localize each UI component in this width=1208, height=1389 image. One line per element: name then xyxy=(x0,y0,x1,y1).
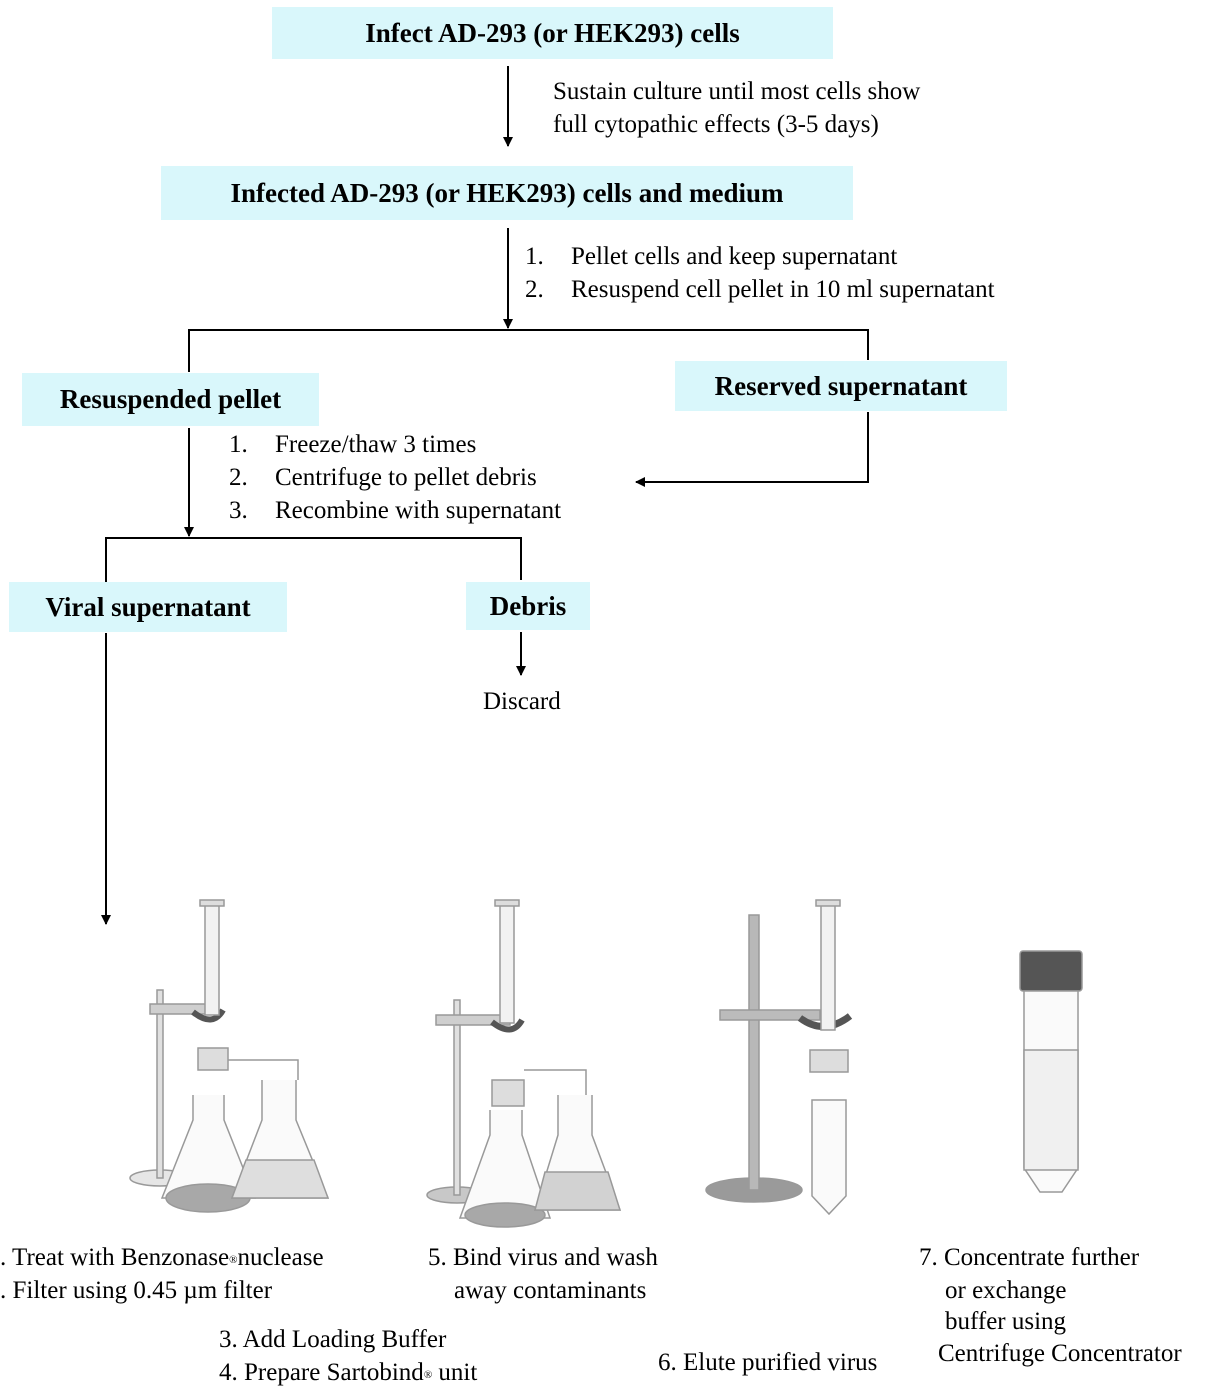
caption-step-1: . Treat with Benzonase®nuclease xyxy=(0,1244,324,1271)
reserved-to-merge xyxy=(635,412,869,487)
caption-step-4: 4. Prepare Sartobind® unit xyxy=(219,1359,478,1386)
tube-cap xyxy=(1019,950,1083,992)
split-line-bottom xyxy=(105,537,522,582)
caption-step-6: 6. Elute purified virus xyxy=(658,1349,878,1376)
pellet-step-1: 1.Pellet cells and keep supernatant xyxy=(525,243,898,270)
pellet-step-2: 2.Resuspend cell pellet in 10 ml superna… xyxy=(525,276,995,303)
plunger-head-3 xyxy=(815,899,841,907)
clamp-jaw-2 xyxy=(490,1018,525,1033)
tube-liquid xyxy=(1023,1049,1079,1171)
sustain-note-line-2: full cytopathic effects (3-5 days) xyxy=(553,111,879,138)
caption-step-5-line-1: 5. Bind virus and wash xyxy=(428,1244,658,1271)
caption-step-7-line-3: buffer using xyxy=(945,1308,1067,1335)
box-infected-cells-medium: Infected AD-293 (or HEK293) cells and me… xyxy=(161,166,853,220)
box-reserved-supernatant: Reserved supernatant xyxy=(675,361,1007,411)
freeze-step-3: 3.Recombine with supernatant xyxy=(229,497,562,524)
flask-3-liquid xyxy=(464,1202,546,1228)
freeze-step-1: 1.Freeze/thaw 3 times xyxy=(229,431,477,458)
clamp-jaw-1 xyxy=(191,1008,226,1023)
box-viral-supernatant: Viral supernatant xyxy=(9,582,287,632)
caption-step-7-line-1: 7. Concentrate further xyxy=(919,1244,1140,1271)
syringe-3 xyxy=(820,904,836,1031)
sartobind-unit-2 xyxy=(491,1079,525,1107)
box-resuspended-pellet: Resuspended pellet xyxy=(22,373,319,426)
bind-wash-setup-illustration xyxy=(426,899,622,1228)
filtration-setup-illustration xyxy=(129,899,330,1213)
caption-step-3: 3. Add Loading Buffer xyxy=(219,1326,447,1353)
clamp-3 xyxy=(719,1009,821,1021)
freeze-step-2: 2.Centrifuge to pellet debris xyxy=(229,464,537,491)
caption-step-5-line-2: away contaminants xyxy=(454,1277,647,1304)
stand-rod-2 xyxy=(453,999,461,1196)
caption-step-7-line-4: Centrifuge Concentrator xyxy=(938,1340,1182,1367)
tube-2 xyxy=(524,1069,587,1095)
elute-setup-illustration xyxy=(705,899,853,1216)
tube-1 xyxy=(228,1059,299,1080)
flask-2-liquid xyxy=(230,1159,330,1199)
box-debris: Debris xyxy=(466,582,590,630)
caption-step-2: . Filter using 0.45 µm filter xyxy=(0,1277,273,1304)
sartobind-unit-3 xyxy=(809,1049,849,1073)
syringe-1 xyxy=(204,904,220,1016)
centrifuge-concentrator-illustration xyxy=(1019,950,1083,1193)
stand-rod-3 xyxy=(748,914,760,1191)
stand-rod-1 xyxy=(156,989,164,1179)
flask-4-liquid xyxy=(534,1171,622,1211)
plunger-head-1 xyxy=(199,899,225,907)
plunger-head-2 xyxy=(494,899,520,907)
caption-step-7-line-2: or exchange xyxy=(945,1277,1067,1304)
filter-holder-1 xyxy=(197,1047,229,1071)
syringe-2 xyxy=(499,904,515,1024)
split-line-top xyxy=(188,329,869,372)
sustain-note-line-1: Sustain culture until most cells show xyxy=(553,78,921,105)
collection-tube-3 xyxy=(811,1099,847,1216)
box-infect-cells: Infect AD-293 (or HEK293) cells xyxy=(272,7,833,59)
discard-label: Discard xyxy=(483,688,561,715)
